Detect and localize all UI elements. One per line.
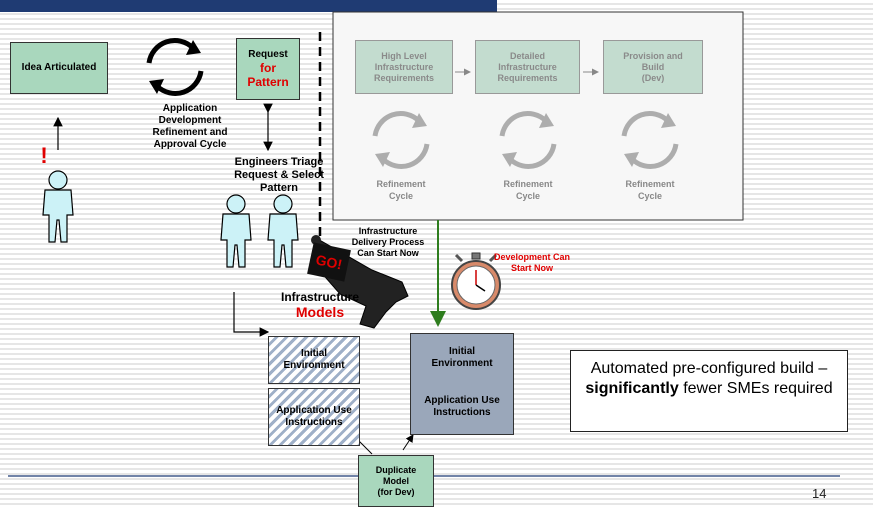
- engineers-triage-label: Engineers Triage Request & Select Patter…: [234, 156, 324, 194]
- title-bar: [0, 0, 497, 12]
- cycle-icon: [146, 38, 204, 96]
- dev-can-start-label: Development Can Start Now: [493, 252, 571, 273]
- person-icon: [220, 194, 252, 268]
- detailed-req-doc: Detailed Infrastructure Requirements: [475, 40, 580, 94]
- exclamation-mark: !: [40, 143, 48, 168]
- refinement-cycle-icon: [499, 111, 557, 169]
- provision-build-doc: Provision and Build (Dev): [603, 40, 703, 94]
- callout-box: Automated pre-configured build – signifi…: [570, 350, 848, 432]
- infra-models-label: Infrastructure Models: [280, 290, 360, 320]
- app-use-instructions-label: Application Use Instructions: [424, 395, 500, 418]
- refinement-cycle-label: Refinement Cycle: [376, 179, 426, 201]
- infra-delivery-label: Infrastructure Delivery Process Can Star…: [351, 226, 425, 258]
- app-cycle-label: Application Development Refinement and A…: [152, 103, 228, 150]
- initial-environment-doc: Initial Environment: [268, 336, 360, 384]
- high-level-req-doc: High Level Infrastructure Requirements: [355, 40, 453, 94]
- arrow-elbow: [233, 292, 270, 337]
- person-icon: [267, 194, 299, 268]
- refinement-cycle-icon: [621, 111, 679, 169]
- app-use-instructions-doc: Application Use Instructions: [268, 388, 360, 446]
- refinement-cycle-label: Refinement Cycle: [625, 179, 675, 201]
- slate-model-doc: Initial Environment: [410, 333, 514, 435]
- initial-environment-label: Initial Environment: [431, 346, 493, 369]
- request-for-pattern-doc: Request for Pattern: [236, 38, 300, 100]
- page-number: 14: [812, 486, 827, 501]
- refinement-cycle-label: Refinement Cycle: [503, 179, 553, 201]
- duplicate-model-doc: Duplicate Model (for Dev): [358, 455, 434, 507]
- idea-articulated-label: Idea Articulated: [21, 62, 97, 73]
- person-icon: [42, 170, 74, 243]
- refinement-cycle-icon: [372, 111, 430, 169]
- stopwatch-icon: [451, 252, 501, 310]
- idea-articulated-doc: Idea Articulated: [10, 42, 108, 94]
